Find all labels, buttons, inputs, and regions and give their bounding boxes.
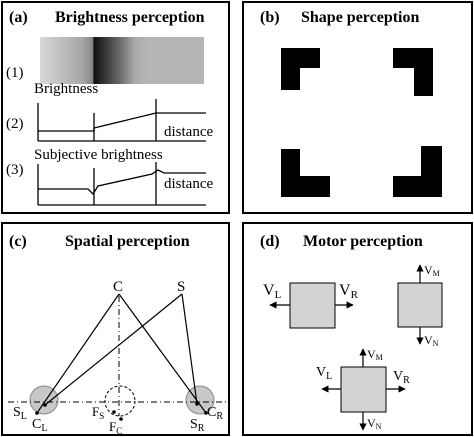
row-1-label: (1) bbox=[6, 65, 24, 81]
ray-C-left bbox=[36, 293, 120, 414]
ray-S-right bbox=[181, 293, 198, 405]
row-3-label: (3) bbox=[6, 162, 24, 178]
label-CL: CL bbox=[32, 417, 47, 434]
ray-S-left bbox=[44, 293, 183, 406]
panel-c-letter: (c) bbox=[9, 233, 27, 250]
point-CL bbox=[35, 411, 39, 415]
corner-bottom-left bbox=[281, 149, 330, 197]
distance-label-3: distance bbox=[164, 176, 214, 192]
panel-d-letter: (d) bbox=[260, 233, 280, 250]
point-SL bbox=[43, 403, 47, 407]
point-FC bbox=[119, 417, 123, 421]
cyclopean-eye bbox=[104, 385, 136, 417]
brightness-gradient-bar bbox=[40, 37, 204, 84]
label-VN-2: VN bbox=[424, 333, 439, 348]
label-FC: FC bbox=[109, 419, 122, 436]
label-C: C bbox=[113, 279, 123, 295]
corner-top-right bbox=[393, 48, 433, 96]
corner-top-left bbox=[281, 48, 320, 90]
label-VN-3: VN bbox=[367, 416, 382, 431]
label-VL-1: VL bbox=[263, 282, 282, 301]
corner-bottom-right bbox=[393, 146, 442, 197]
subjective-brightness-label: Subjective brightness bbox=[34, 147, 163, 163]
panel-c-title: Spatial perception bbox=[65, 233, 190, 250]
panel-a-title: Brightness perception bbox=[55, 9, 205, 26]
label-VR-3: VR bbox=[393, 369, 410, 386]
panel-d-title: Motor perception bbox=[303, 233, 423, 250]
graph3-curve bbox=[38, 169, 206, 196]
box-omni bbox=[340, 366, 387, 413]
panel-b-letter: (b) bbox=[260, 9, 280, 26]
box-vertical bbox=[397, 282, 443, 328]
panel-a-letter: (a) bbox=[9, 9, 28, 26]
point-CR bbox=[204, 411, 208, 415]
row-2-label: (2) bbox=[6, 116, 24, 132]
panel-shape: (b) Shape perception bbox=[242, 1, 473, 214]
label-SR: SR bbox=[190, 417, 205, 434]
box-horizontal bbox=[289, 282, 336, 329]
label-VM-2: VM bbox=[424, 263, 440, 278]
point-FS bbox=[112, 410, 116, 414]
label-S: S bbox=[177, 279, 185, 295]
panel-b-title: Shape perception bbox=[301, 9, 420, 26]
right-eye bbox=[185, 385, 215, 415]
label-FS: FS bbox=[92, 404, 104, 421]
label-VM-3: VM bbox=[367, 347, 383, 362]
label-CR: CR bbox=[207, 405, 223, 422]
panel-brightness: (a) Brightness perception bbox=[1, 1, 230, 214]
label-VL-3: VL bbox=[316, 365, 332, 382]
ray-C-right bbox=[118, 293, 207, 414]
label-SL: SL bbox=[13, 405, 27, 422]
label-VR-1: VR bbox=[339, 282, 359, 301]
brightness-label: Brightness bbox=[34, 81, 99, 97]
point-SR bbox=[195, 402, 199, 406]
distance-label-2: distance bbox=[164, 124, 214, 140]
